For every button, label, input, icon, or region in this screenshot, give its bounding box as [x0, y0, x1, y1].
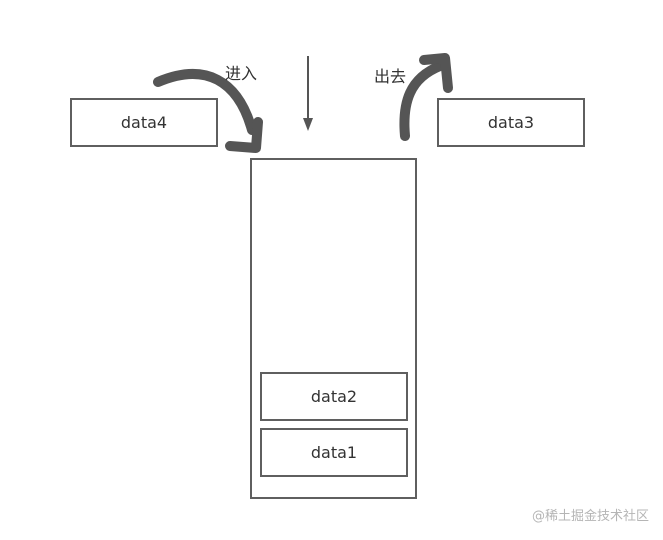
enter-label: 进入	[225, 64, 258, 83]
data1-label: data1	[310, 443, 358, 462]
exit-arrow-curve	[399, 61, 445, 141]
push-arrow-head	[303, 118, 313, 131]
enter-arrow-curve	[153, 69, 257, 135]
data4-label: data4	[120, 113, 168, 132]
data3-box: data3	[437, 98, 585, 147]
exit-arrow-head	[419, 53, 453, 93]
data2-box: data2	[260, 372, 408, 421]
data1-box: data1	[260, 428, 408, 477]
exit-label: 出去	[374, 67, 407, 86]
watermark: @稀土掘金技术社区	[531, 509, 649, 524]
enter-arrow-head	[225, 117, 263, 153]
data2-label: data2	[310, 387, 358, 406]
data4-box: data4	[70, 98, 218, 147]
data3-label: data3	[487, 113, 535, 132]
